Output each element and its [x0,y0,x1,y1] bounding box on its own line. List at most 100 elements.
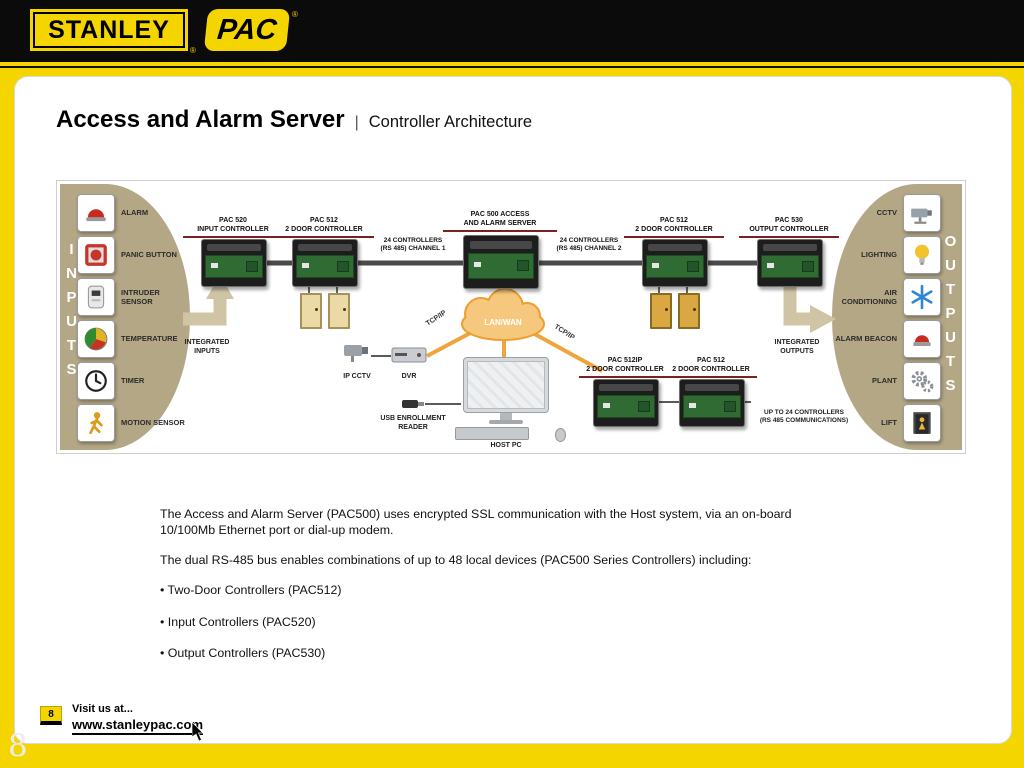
output-item-lighting: LIGHTING [829,236,941,274]
output-label: LIGHTING [861,250,897,260]
bullet-output: • Output Controllers (PAC530) [160,645,326,660]
input-item-intruder-sensor: INTRUDER SENSOR [77,278,189,316]
title-separator: | [354,114,359,131]
input-item-motion-sensor: MOTION SENSOR [77,404,189,442]
title-row: Access and Alarm Server | Controller Arc… [56,106,532,134]
bullet-two-door: • Two-Door Controllers (PAC512) [160,583,342,598]
host-pc-monitor [463,357,549,413]
paragraph-rs485: The dual RS-485 bus enables combinations… [160,553,752,568]
website-link[interactable]: www.stanleypac.com [72,717,204,735]
outputs-title: OUTPUTS [942,233,959,401]
panic-button-icon [77,236,115,274]
output-item-air-conditioning: AIR CONDITIONING [829,278,941,316]
host-pc-label: HOST PC [490,442,522,449]
pac512-left-controller-device [292,239,358,287]
alarm-beacon-icon [903,320,941,358]
pac-logo: PAC [203,9,291,51]
monitor-screen [467,361,545,409]
architecture-diagram: INPUTS OUTPUTS ALARM PANIC BUTTON INTRUD… [56,180,966,454]
door-icon [300,293,322,329]
visit-us-label: Visit us at... [72,703,133,715]
input-item-panic-button: PANIC BUTTON [77,236,189,274]
keyboard-icon [455,427,529,440]
diagram-wires [183,260,836,405]
dvr-label: DVR [401,373,417,380]
page-number-badge: 8 [40,706,62,725]
lift-icon [903,404,941,442]
header-bar: STANLEY ® PAC ® [0,0,1024,62]
output-item-plant: PLANT [829,362,941,400]
input-label: TEMPERATURE [121,334,178,344]
output-item-alarm-beacon: ALARM BEACON [829,320,941,358]
integrated-outputs-arrow [783,285,836,333]
input-label: TIMER [121,376,145,386]
monitor-stand-base [489,420,523,424]
inputs-title: INPUTS [63,241,80,385]
temperature-pie-icon [77,320,115,358]
pac530-controller-device [757,239,823,287]
input-label: PANIC BUTTON [121,250,177,260]
pac512-bottom-controller-device [679,379,745,427]
snowflake-icon [903,278,941,316]
input-item-alarm: ALARM [77,194,189,232]
cursor-icon [191,721,206,747]
output-item-lift: LIFT [829,404,941,442]
mouse-icon [555,428,566,442]
usb-enrollment-reader-icon [401,397,425,416]
door-icon [678,293,700,329]
output-item-cctv: CCTV [829,194,941,232]
output-label: PLANT [872,376,897,386]
input-label: INTRUDER SENSOR [121,287,160,306]
registered-mark-icon: ® [292,10,298,19]
lan-wan-label: LAN/WAN [484,318,522,327]
door-icon [650,293,672,329]
timer-clock-icon [77,362,115,400]
output-label: CCTV [876,208,897,218]
stanley-logo-text: STANLEY [33,12,185,48]
lan-wan-cloud [461,288,545,341]
ip-cctv-label: IP CCTV [343,373,371,380]
door-icon [328,293,350,329]
paragraph-ssl: The Access and Alarm Server (PAC500) use… [160,507,792,538]
channel2-label: 24 CONTROLLERS(RS 485) CHANNEL 2 [556,237,622,253]
input-item-timer: TIMER [77,362,189,400]
channel1-label: 24 CONTROLLERS(RS 485) CHANNEL 1 [380,237,446,253]
gears-icon [903,362,941,400]
pac512ip-controller-device [593,379,659,427]
input-label: MOTION SENSOR [121,418,185,428]
dvr-icon [391,345,427,370]
output-label: AIR CONDITIONING [841,287,897,306]
registered-mark-icon: ® [190,46,196,55]
pac520-controller-device [201,239,267,287]
pac500-server-device [463,235,539,289]
output-label: ALARM BEACON [835,334,897,344]
monitor-stand [500,413,512,420]
page-title: Access and Alarm Server [56,106,345,133]
light-bulb-icon [903,236,941,274]
stanley-logo: STANLEY [30,9,188,51]
intruder-sensor-icon [77,278,115,316]
pac512-right-controller-device [642,239,708,287]
bullet-input: • Input Controllers (PAC520) [160,614,316,629]
integrated-inputs-arrow [183,275,234,326]
body-text: The Access and Alarm Server (PAC500) use… [160,506,850,676]
rs485-bottom-label: UP TO 24 CONTROLLERS(RS 485 COMMUNICATIO… [759,409,849,425]
page-subtitle: Controller Architecture [368,113,533,131]
cctv-camera-icon [903,194,941,232]
output-label: LIFT [881,418,897,428]
alarm-bell-icon [77,194,115,232]
input-label: ALARM [121,208,149,218]
ip-cctv-icon [343,341,371,368]
header-divider [0,66,1024,68]
